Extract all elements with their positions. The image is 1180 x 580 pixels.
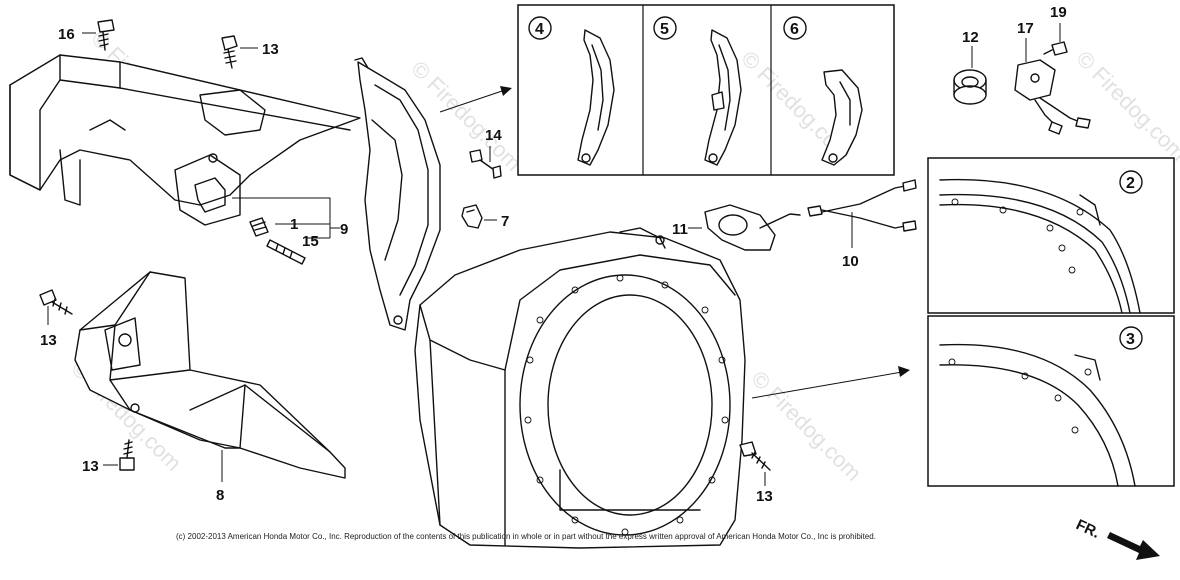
callout-13-bottom-right: 13 xyxy=(756,488,773,505)
callout-7: 7 xyxy=(501,213,509,230)
variant-label-6: 6 xyxy=(790,21,799,38)
front-direction-indicator: FR. xyxy=(1073,516,1160,560)
watermark-text: © Firedog.com xyxy=(746,366,866,486)
bolt-14 xyxy=(469,149,502,179)
callout-15: 15 xyxy=(302,233,319,250)
screw-19 xyxy=(1043,41,1068,56)
ignition-switch-11 xyxy=(704,204,801,251)
fr-arrow-icon xyxy=(1107,532,1160,560)
arrow-head xyxy=(500,86,512,96)
lower-air-guide xyxy=(74,271,346,479)
callout-14: 14 xyxy=(485,127,502,144)
copyright-notice: (c) 2002-2013 American Honda Motor Co., … xyxy=(176,532,876,541)
side-plate-variant-5 xyxy=(704,29,742,166)
bolt-13-left xyxy=(39,289,73,315)
arrow-to-detail xyxy=(751,371,903,399)
bolt-13-top xyxy=(221,35,238,69)
bracket-leader-1-15-9 xyxy=(232,197,340,239)
callout-13-left: 13 xyxy=(40,332,57,349)
callout-12: 12 xyxy=(962,29,979,46)
detail-badge-3 xyxy=(1119,326,1143,350)
callout-10: 10 xyxy=(842,253,859,270)
callout-8: 8 xyxy=(216,487,224,504)
bolt-16 xyxy=(97,19,115,51)
arrow-head xyxy=(898,366,910,377)
bolt-13-bottom-right xyxy=(739,441,771,471)
callout-16: 16 xyxy=(58,26,75,43)
grommet-and-bolt xyxy=(249,217,306,265)
variant-label-4: 4 xyxy=(535,21,544,38)
variant-badge-6 xyxy=(783,16,807,40)
wire-harness-10 xyxy=(807,179,917,232)
side-plate xyxy=(354,57,441,331)
switch-17 xyxy=(1014,59,1091,135)
variant-box xyxy=(517,4,895,176)
watermark-text: © Firedog.com xyxy=(1071,46,1180,166)
detail-label-3: 3 xyxy=(1126,331,1135,348)
variant-badge-4 xyxy=(528,16,552,40)
bolt-13-bottom-left xyxy=(119,439,135,471)
grommet-12 xyxy=(953,69,987,105)
detail-badge-2 xyxy=(1119,170,1143,194)
arrow-to-variants xyxy=(439,89,506,113)
fan-cover xyxy=(414,227,746,549)
callout-13-bottom-left: 13 xyxy=(82,458,99,475)
side-plate-variant-6 xyxy=(821,69,863,166)
callout-17: 17 xyxy=(1017,20,1034,37)
callout-19: 19 xyxy=(1050,4,1067,21)
clip-7 xyxy=(461,204,483,229)
variant-label-5: 5 xyxy=(660,21,669,38)
callout-9: 9 xyxy=(340,221,348,238)
upper-air-guide xyxy=(9,54,361,226)
callout-11: 11 xyxy=(672,221,688,238)
variant-badge-5 xyxy=(653,16,677,40)
detail-label-2: 2 xyxy=(1126,175,1135,192)
callout-13-top: 13 xyxy=(262,41,279,58)
fr-label: FR. xyxy=(1073,516,1102,542)
side-plate-variant-4 xyxy=(577,29,615,166)
callout-1: 1 xyxy=(290,216,298,233)
fan-cover-bolt-holes xyxy=(524,274,729,536)
